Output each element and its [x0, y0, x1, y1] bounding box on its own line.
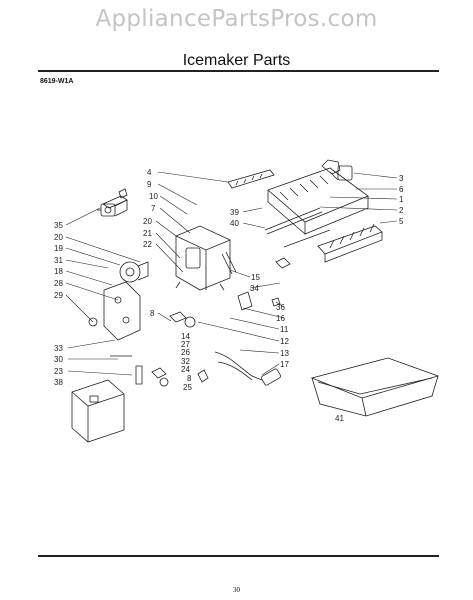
- callout-23: 23: [54, 367, 63, 376]
- model-number: 8619-W1A: [40, 78, 74, 85]
- callout-22: 22: [143, 240, 152, 249]
- leader-lines: [65, 171, 398, 376]
- callout-16: 16: [276, 314, 285, 323]
- motor-housing-part: [175, 225, 231, 291]
- callout-40: 40: [230, 219, 239, 228]
- callout-25: 25: [183, 383, 192, 392]
- callout-3: 3: [399, 174, 404, 183]
- callout-10: 10: [149, 192, 158, 201]
- page-title: Icemaker Parts: [182, 52, 291, 69]
- callout-9: 9: [147, 180, 152, 189]
- callout-8: 8: [150, 309, 155, 318]
- mounting-plate-part: [103, 281, 141, 341]
- water-valve-part: [97, 188, 128, 217]
- callout-24: 24: [181, 365, 190, 374]
- callout-15: 15: [251, 273, 260, 282]
- callout-38: 38: [54, 378, 63, 387]
- callout-8b: 8: [187, 374, 192, 383]
- callout-21: 21: [143, 229, 152, 238]
- callout-1: 1: [399, 195, 404, 204]
- callout-11: 11: [280, 325, 289, 334]
- watermark-text: AppliancePartsPros.com: [95, 6, 378, 32]
- callout-2: 2: [399, 206, 404, 215]
- footer-rule: [38, 555, 439, 557]
- callout-28: 28: [54, 279, 63, 288]
- title-rule: [38, 70, 439, 72]
- callout-35: 35: [54, 221, 63, 230]
- callout-26: 26: [181, 348, 190, 357]
- callout-18: 18: [54, 267, 63, 276]
- callout-27: 27: [181, 340, 190, 349]
- callout-36: 36: [276, 303, 285, 312]
- callout-33: 33: [54, 344, 63, 353]
- heater-part: [264, 207, 331, 248]
- callout-6: 6: [399, 185, 404, 194]
- small-hardware-parts: [88, 251, 291, 387]
- ejector-part: [227, 169, 275, 189]
- callout-20: 20: [143, 217, 152, 226]
- callout-19: 19: [54, 244, 63, 253]
- callout-7: 7: [151, 204, 156, 213]
- callout-5: 5: [399, 217, 404, 226]
- wire-harness-part: [214, 351, 281, 386]
- ice-bin-part: [310, 357, 440, 417]
- callout-20b: 20: [54, 233, 63, 242]
- callout-4: 4: [147, 168, 152, 177]
- callout-29: 29: [54, 291, 63, 300]
- callout-41: 41: [335, 414, 344, 423]
- callout-13: 13: [280, 349, 289, 358]
- callout-31: 31: [54, 256, 63, 265]
- motor-part: [119, 261, 149, 283]
- page-number: 30: [233, 586, 240, 594]
- callout-labels: 4 9 10 7 20 21 22 3 6 1 2 5 39 40 35 20 …: [54, 168, 404, 423]
- callout-32: 32: [181, 357, 190, 366]
- callout-14: 14: [181, 332, 190, 341]
- callout-17: 17: [280, 360, 289, 369]
- callout-39: 39: [230, 208, 239, 217]
- cover-part: [71, 379, 125, 443]
- callout-12: 12: [280, 337, 289, 346]
- callout-34: 34: [250, 284, 259, 293]
- stripper-part: [317, 223, 383, 263]
- callout-30: 30: [54, 355, 63, 364]
